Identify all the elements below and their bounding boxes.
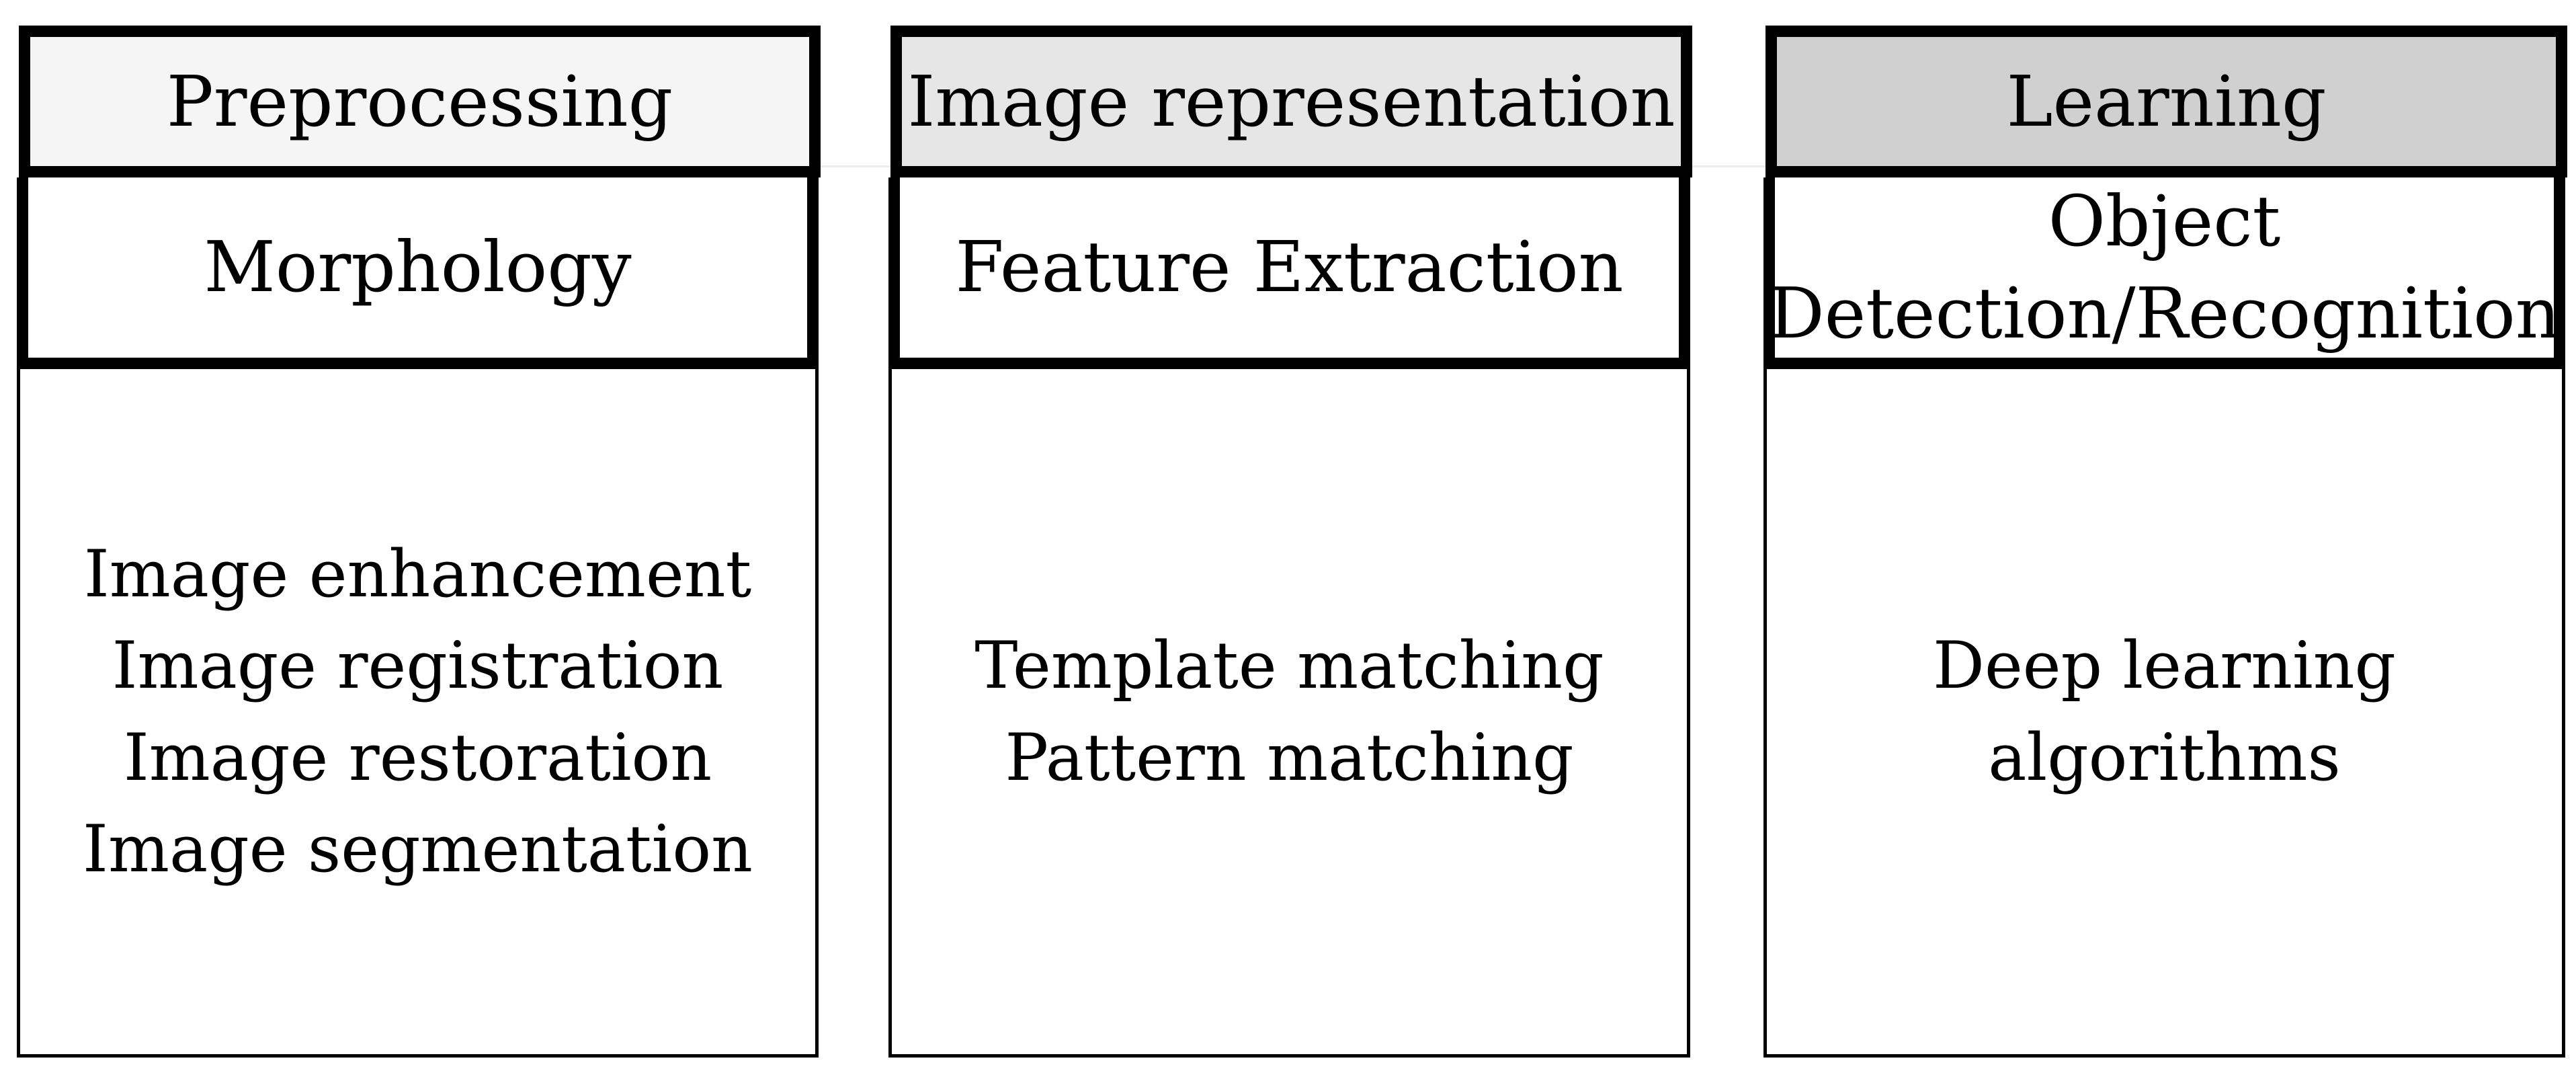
list-item: Template matching <box>974 628 1604 704</box>
list-item: Image enhancement <box>83 536 752 612</box>
column-body: Deep learning algorithms <box>1763 369 2565 1058</box>
list-item: Pattern matching <box>1005 719 1574 795</box>
column-header: Learning <box>1765 26 2567 177</box>
column-image-representation: Image representation Feature Extraction … <box>888 26 1692 1058</box>
list-item: algorithms <box>1988 719 2341 795</box>
column-header: Image representation <box>890 26 1692 177</box>
column-subheader: Feature Extraction <box>888 177 1690 369</box>
column-learning: Learning Object Detection/Recognition De… <box>1763 26 2567 1058</box>
column-header: Preprocessing <box>19 26 821 177</box>
column-preprocessing: Preprocessing Morphology Image enhanceme… <box>17 26 821 1058</box>
list-item: Image registration <box>112 628 724 704</box>
column-body: Image enhancement Image registration Ima… <box>17 369 819 1058</box>
list-item: Image segmentation <box>83 811 753 887</box>
list-item: Image restoration <box>123 719 712 795</box>
column-subheader: Object Detection/Recognition <box>1763 177 2565 369</box>
column-body: Template matching Pattern matching <box>888 369 1690 1058</box>
column-subheader: Morphology <box>17 177 819 369</box>
list-item: Deep learning <box>1932 628 2396 704</box>
